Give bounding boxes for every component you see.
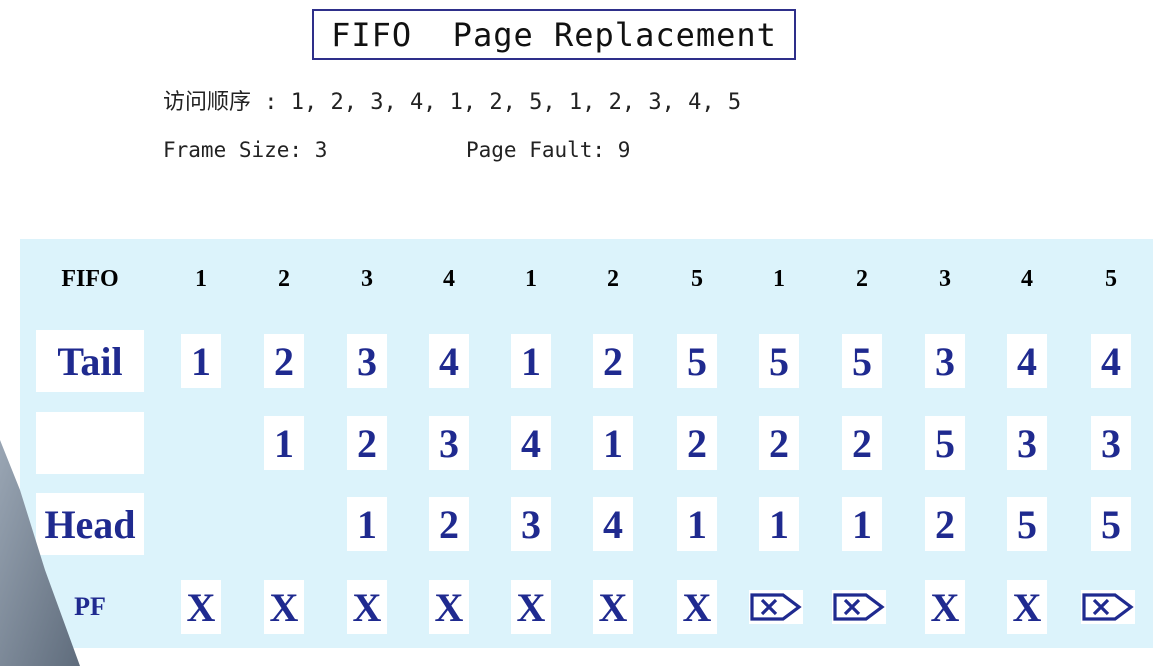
frame-cell: 5 xyxy=(759,334,799,388)
column-header: 5 xyxy=(1105,265,1117,292)
frame-cell: 2 xyxy=(347,416,387,470)
frame-cell: 1 xyxy=(593,416,633,470)
frame-cell: 1 xyxy=(264,416,304,470)
boxed-x-arrow-icon xyxy=(749,590,803,624)
row-label-middle xyxy=(36,412,144,474)
frame-cell: 4 xyxy=(511,416,551,470)
frame-cell: 4 xyxy=(1091,334,1131,388)
frame-cell: 2 xyxy=(842,416,882,470)
frame-cell: 1 xyxy=(181,334,221,388)
frame-cell: 4 xyxy=(429,334,469,388)
frame-cell: 5 xyxy=(925,416,965,470)
frame-cell: 3 xyxy=(511,497,551,551)
frame-cell: 1 xyxy=(511,334,551,388)
column-header: 5 xyxy=(691,265,703,292)
frame-cell: 3 xyxy=(1091,416,1131,470)
frame-cell: 3 xyxy=(925,334,965,388)
frame-cell: 5 xyxy=(842,334,882,388)
page-fault-mark: X xyxy=(511,580,551,634)
column-header: 1 xyxy=(773,265,785,292)
row-label-pf: PF xyxy=(74,592,106,621)
frame-cell: 2 xyxy=(759,416,799,470)
frame-cell: 2 xyxy=(677,416,717,470)
page-title: FIFO Page Replacement xyxy=(312,9,796,60)
decorative-shape xyxy=(0,440,80,666)
frame-cell: 1 xyxy=(842,497,882,551)
frame-cell: 5 xyxy=(677,334,717,388)
page-fault-label: Page Fault: 9 xyxy=(466,138,631,162)
frame-cell: 3 xyxy=(429,416,469,470)
frame-cell: 2 xyxy=(925,497,965,551)
frame-cell: 3 xyxy=(1007,416,1047,470)
boxed-x-arrow-icon xyxy=(832,590,886,624)
column-header: 2 xyxy=(856,265,868,292)
page-fault-mark: X xyxy=(347,580,387,634)
column-header: 3 xyxy=(939,265,951,292)
boxed-x-arrow-icon xyxy=(1081,590,1135,624)
frame-cell: 5 xyxy=(1091,497,1131,551)
frame-cell: 1 xyxy=(677,497,717,551)
frame-cell: 1 xyxy=(347,497,387,551)
frame-size-label: Frame Size: 3 xyxy=(163,138,328,162)
frame-cell: 2 xyxy=(593,334,633,388)
page-fault-mark: X xyxy=(1007,580,1047,634)
frame-cell: 2 xyxy=(429,497,469,551)
page-fault-mark: X xyxy=(677,580,717,634)
column-header: 1 xyxy=(195,265,207,292)
column-header: 2 xyxy=(278,265,290,292)
header-label-fifo: FIFO xyxy=(61,265,119,292)
page-fault-mark: X xyxy=(181,580,221,634)
frame-cell: 1 xyxy=(759,497,799,551)
column-header: 1 xyxy=(525,265,537,292)
column-header: 4 xyxy=(443,265,455,292)
page-fault-mark: X xyxy=(429,580,469,634)
column-header: 4 xyxy=(1021,265,1033,292)
frame-cell: 2 xyxy=(264,334,304,388)
page-fault-mark: X xyxy=(264,580,304,634)
access-sequence: 访问顺序 : 1, 2, 3, 4, 1, 2, 5, 1, 2, 3, 4, … xyxy=(163,90,742,115)
frame-cell: 4 xyxy=(1007,334,1047,388)
frame-cell: 3 xyxy=(347,334,387,388)
page-fault-mark: X xyxy=(593,580,633,634)
page-fault-mark: X xyxy=(925,580,965,634)
column-header: 2 xyxy=(607,265,619,292)
row-label-head: Head xyxy=(36,493,144,555)
column-header: 3 xyxy=(361,265,373,292)
frame-cell: 5 xyxy=(1007,497,1047,551)
row-label-tail: Tail xyxy=(36,330,144,392)
frame-cell: 4 xyxy=(593,497,633,551)
